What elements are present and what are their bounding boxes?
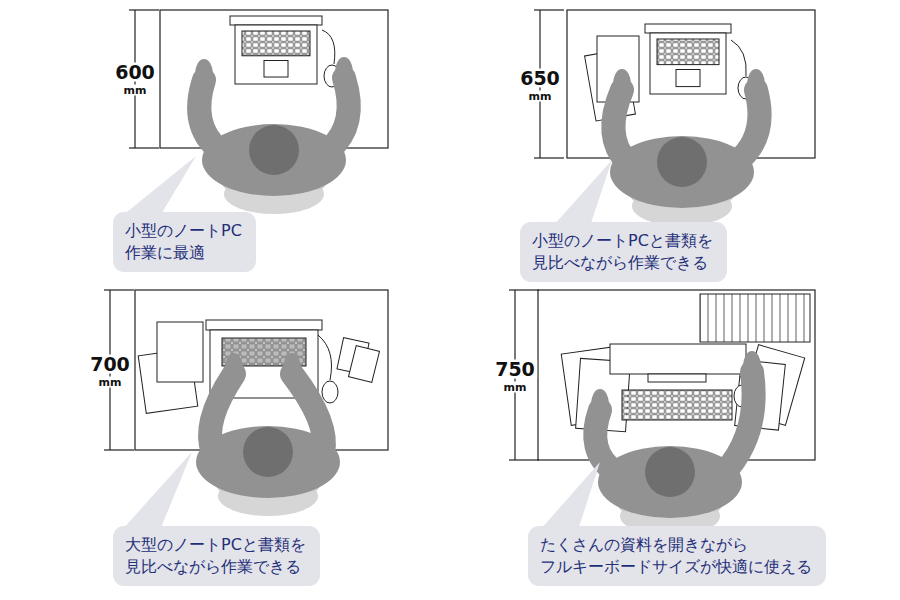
paper xyxy=(157,322,203,382)
monitor-stand xyxy=(648,374,706,382)
laptop-touchpad xyxy=(264,61,288,78)
dimension-tick xyxy=(104,449,134,450)
callout-box: 大型のノートPCと書類を 見比べながら作業できる xyxy=(113,526,320,586)
callout-box: 小型のノートPC 作業に最適 xyxy=(113,212,256,272)
hand xyxy=(195,59,213,89)
dimension-tick xyxy=(509,459,539,460)
dimension-tick xyxy=(509,289,539,290)
dimension-unit: mm xyxy=(527,91,554,102)
hand xyxy=(591,389,609,419)
dimension-unit: mm xyxy=(97,377,124,388)
hand xyxy=(743,351,761,381)
callout-text: 小型のノートPCと書類を 見比べながら作業できる xyxy=(532,230,715,274)
mouse-cord xyxy=(322,30,335,64)
laptop-keyboard xyxy=(657,39,719,65)
callout-tail xyxy=(122,156,196,216)
hand xyxy=(283,353,301,383)
monitor xyxy=(610,344,746,374)
laptop-base xyxy=(650,33,726,94)
head xyxy=(243,427,293,477)
callout-tail xyxy=(122,452,192,530)
desk-top xyxy=(538,290,815,460)
workspace-documents xyxy=(585,24,765,226)
hand xyxy=(225,353,243,383)
dimension-value: 700 xyxy=(88,355,132,374)
dimension-tick xyxy=(534,9,564,10)
callout-text: 大型のノートPCと書類を 見比べながら作業できる xyxy=(125,534,308,578)
dimension-tick xyxy=(129,9,159,10)
document-stack xyxy=(700,294,810,342)
dimension-value: 750 xyxy=(493,360,537,379)
laptop-touchpad xyxy=(676,70,700,87)
callout-box: たくさんの資料を開きながら フルキーボードサイズが快適に使える xyxy=(528,526,826,586)
torso xyxy=(196,426,340,498)
hand xyxy=(613,69,631,99)
dimension-unit: mm xyxy=(122,85,149,96)
hand xyxy=(335,57,353,87)
desk-top xyxy=(135,290,388,450)
workspace-small xyxy=(195,16,353,214)
callout-tail xyxy=(540,462,600,530)
keyboard xyxy=(622,390,732,420)
callout-tail xyxy=(553,160,612,226)
dimension-value: 650 xyxy=(518,69,562,88)
hand xyxy=(747,69,765,99)
laptop-screen xyxy=(206,320,322,330)
torso xyxy=(202,124,346,196)
laptop-screen xyxy=(645,24,731,33)
torso xyxy=(598,446,742,518)
laptop-base xyxy=(235,25,317,84)
workspace-desktop xyxy=(561,294,810,536)
mouse-cord xyxy=(731,40,746,76)
mouse xyxy=(322,381,338,403)
dimension-tick xyxy=(129,147,159,148)
laptop-keyboard xyxy=(242,31,310,56)
dimension-tick xyxy=(534,157,564,158)
callout-text: たくさんの資料を開きながら フルキーボードサイズが快適に使える xyxy=(540,534,814,578)
mouse-cord xyxy=(318,335,332,380)
arm xyxy=(725,372,754,472)
dimension-value: 600 xyxy=(113,63,157,82)
dimension-tick xyxy=(104,289,134,290)
head xyxy=(249,125,299,175)
torso xyxy=(610,136,754,208)
head xyxy=(645,447,695,497)
laptop-screen xyxy=(230,16,322,25)
head xyxy=(657,137,707,187)
dimension-unit: mm xyxy=(502,382,529,393)
callout-text: 小型のノートPC 作業に最適 xyxy=(125,220,244,264)
paper xyxy=(348,346,379,383)
callout-box: 小型のノートPCと書類を 見比べながら作業できる xyxy=(520,222,727,282)
